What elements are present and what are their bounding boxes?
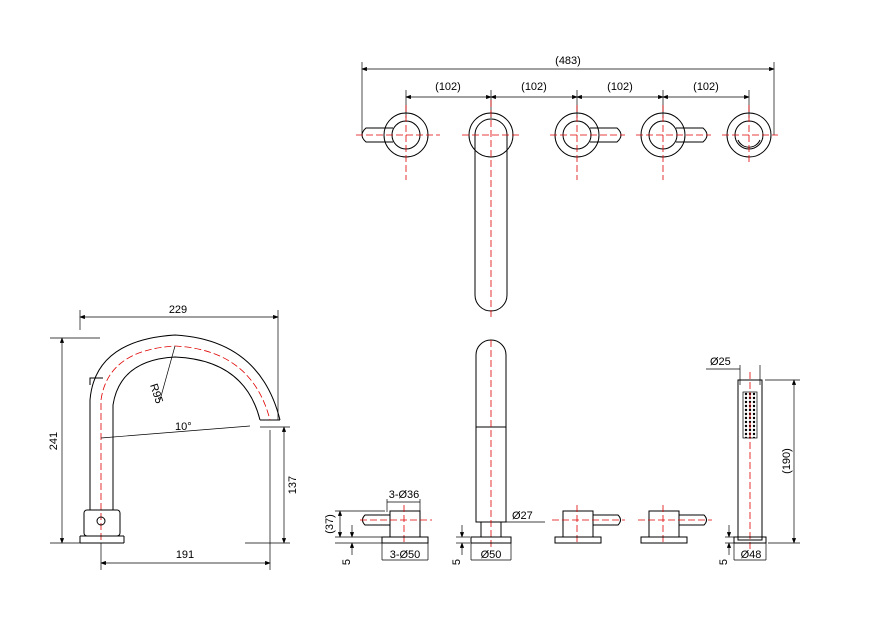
spout-height-label: 241 [48, 432, 60, 450]
top-valve-left [356, 105, 440, 180]
valve-handle-diameter-label: 3-Ø36 [389, 489, 420, 501]
valve-handle-height-label: (37) [324, 514, 336, 534]
top-handshower [722, 105, 778, 165]
spacing-label-1: (102) [435, 81, 461, 93]
diverter-stem-diameter-label: Ø27 [512, 510, 533, 522]
top-valve-middle [550, 105, 625, 180]
handshower-base-thickness-label: 5 [718, 559, 730, 565]
valve-side-right [638, 505, 712, 545]
overall-width-dimension: (483) [361, 55, 775, 135]
handshower-side: Ø25 (190) 5 Ø48 [706, 356, 800, 565]
spout-outlet-height-label: 137 [287, 476, 299, 494]
diverter-side: 5 Ø27 Ø50 [451, 339, 545, 565]
top-view: (483) (102) (102) (102) (102) [356, 55, 778, 320]
handshower-base-diameter-label: Ø48 [741, 549, 762, 561]
valve-side-middle [552, 505, 625, 545]
valve-side-left: (37) 5 3-Ø36 3-Ø50 [324, 489, 432, 565]
spacing-label-3: (102) [607, 81, 633, 93]
spout-reach-label: 191 [176, 549, 194, 561]
handshower-length-label: (190) [781, 448, 793, 474]
handshower-handle-diameter-label: Ø25 [710, 356, 731, 368]
spacing-label-4: (102) [693, 81, 719, 93]
top-spout [462, 100, 520, 320]
spout-angle-label: 10° [175, 421, 192, 433]
spacing-dimensions: (102) (102) (102) (102) [405, 81, 750, 118]
spacing-label-2: (102) [521, 81, 547, 93]
top-valve-right [636, 105, 711, 180]
diverter-base-thickness-label: 5 [451, 559, 463, 565]
valve-base-diameter-label: 3-Ø50 [390, 549, 421, 561]
spout-side-view: 229 241 R95 10° 137 191 [48, 304, 299, 570]
diverter-base-diameter-label: Ø50 [481, 549, 502, 561]
spout-width-label: 229 [169, 304, 187, 316]
spout-radius-label: R95 [147, 382, 165, 405]
valve-base-thickness-label: 5 [341, 559, 353, 565]
overall-width-label: (483) [555, 55, 581, 67]
